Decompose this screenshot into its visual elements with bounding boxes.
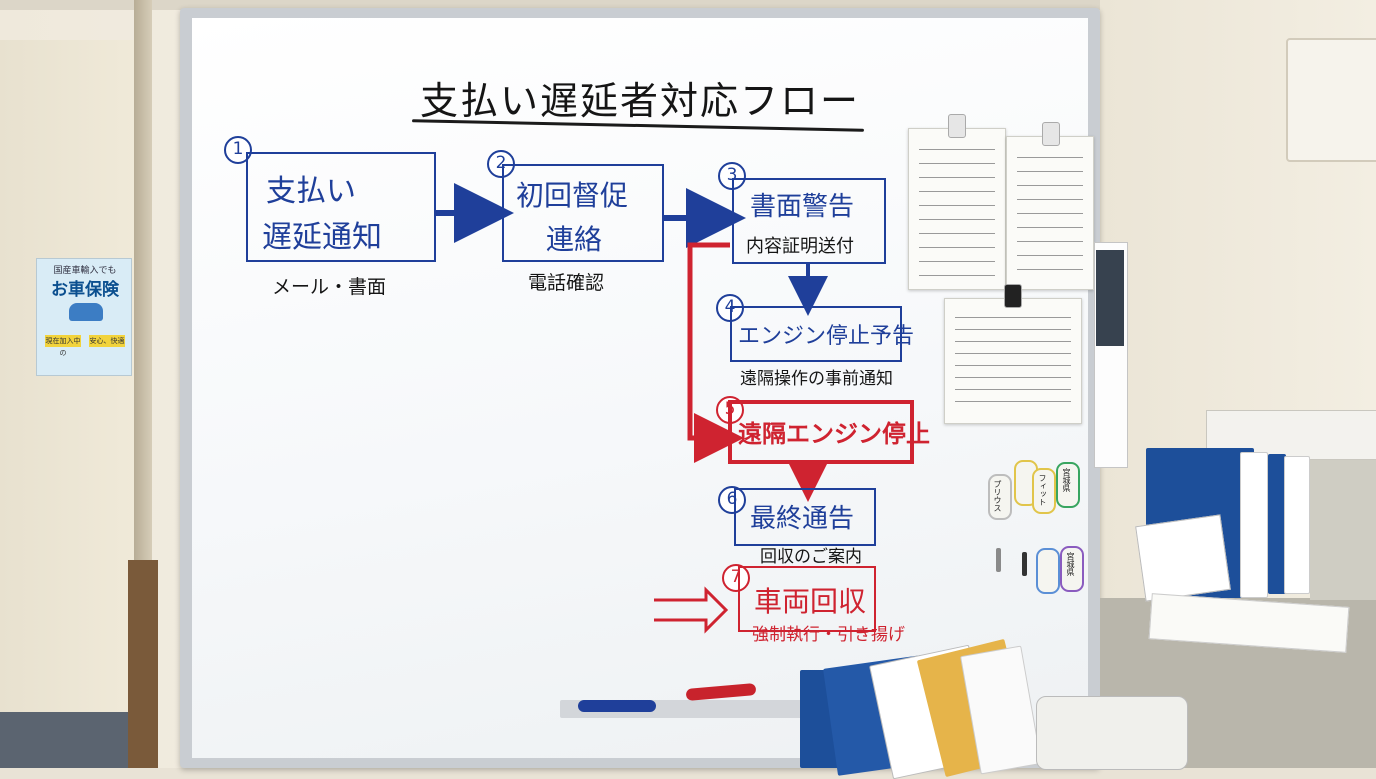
magnet-clip-icon: [948, 114, 966, 138]
step-3-line1: 書面警告: [750, 192, 855, 222]
key-tag: フィット: [1032, 468, 1056, 514]
desk-phone: [1036, 696, 1188, 770]
step-1-line2: 遅延通知: [262, 220, 382, 255]
step-7-line1: 車両回収: [754, 585, 867, 618]
flow-title: 支払い遅延者対応フロー: [420, 79, 861, 123]
step-4-line1: エンジン停止予告: [738, 324, 915, 349]
step-2-box: [502, 164, 664, 262]
step-3-line2: 内容証明送付: [746, 236, 854, 257]
key-tag: プリウス: [988, 474, 1012, 520]
key-tag: 宮城県: [1060, 546, 1084, 592]
step-6-sub: 回収のご案内: [760, 547, 862, 567]
binder: [1268, 454, 1286, 594]
step-3-box: [732, 178, 886, 264]
step-4-sub: 遠隔操作の事前通知: [740, 369, 893, 389]
step-7-sub: 強制執行・引き揚げ: [752, 625, 905, 645]
insurance-poster: 国産車輸入でも お車保険 現在加入中の 安心、快適: [36, 258, 132, 376]
left-desk: [128, 560, 158, 768]
step-4-box: [730, 306, 902, 362]
floor: [0, 712, 150, 768]
step-1-line1: 支払い: [266, 174, 356, 209]
poster-badge-b: 安心、快適: [89, 335, 125, 347]
step-7-box: [738, 566, 876, 632]
left-wall: [0, 40, 140, 768]
binder-spine: [1284, 456, 1310, 594]
step-1-sub: メール・書面: [272, 276, 387, 298]
blue-marker: [578, 700, 656, 712]
step-6-line1: 最終通告: [750, 504, 855, 534]
step-6-box: [734, 488, 876, 546]
poster-badge-a: 現在加入中の: [45, 335, 81, 357]
magnet-clip-icon: [1042, 122, 1060, 146]
key-tag: 宮城県: [1056, 462, 1080, 508]
key-icon: [996, 548, 1001, 572]
step-2-sub: 電話確認: [528, 272, 605, 294]
binder-spine: [1240, 452, 1268, 598]
step-2-line2: 連絡: [546, 223, 603, 256]
calendar-photo: [1096, 250, 1124, 346]
desk-calendar: [1135, 514, 1231, 602]
binder-clip-icon: [1004, 284, 1022, 308]
pinned-form-3: [944, 298, 1082, 424]
double-arrow-7: [654, 586, 729, 634]
key-icon: [1022, 552, 1027, 576]
step-2-line1: 初回督促: [516, 179, 629, 212]
step-7-number: 7: [722, 564, 750, 592]
poster-title: お車保険: [51, 280, 119, 300]
poster-tagline: 国産車輸入でも: [53, 266, 117, 276]
step-5-line1: 遠隔エンジン停止: [738, 420, 930, 448]
pinned-form-1: [908, 128, 1006, 290]
key-tag: [1036, 548, 1060, 594]
arrow-3-5-skip: [687, 242, 744, 463]
ceiling: [0, 0, 1376, 10]
air-conditioner: [1286, 38, 1376, 162]
step-5-box: [728, 400, 914, 464]
step-6-number: 6: [718, 486, 746, 514]
car-icon: [69, 303, 103, 321]
pinned-form-2: [1006, 136, 1094, 290]
step-1-box: [246, 152, 436, 262]
drawer-cabinet: [1310, 450, 1376, 600]
